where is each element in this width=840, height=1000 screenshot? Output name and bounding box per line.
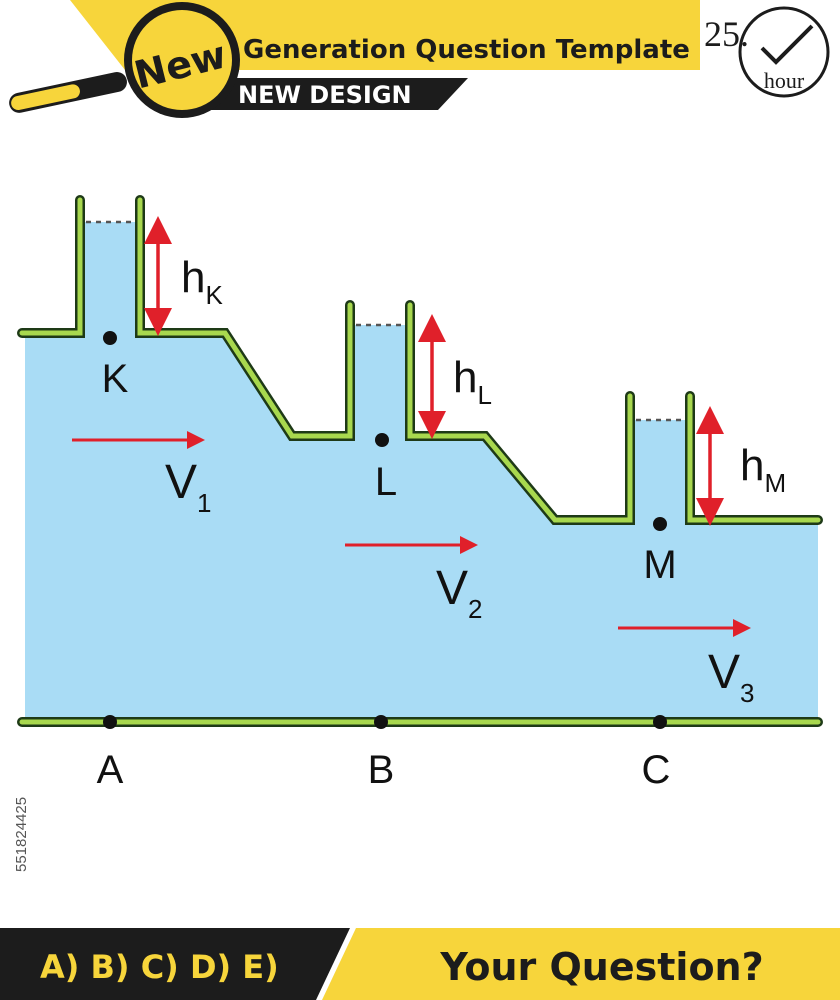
height-label-l: hL (453, 353, 492, 410)
point-c-label: C (642, 748, 671, 792)
pipe-walls (19, 197, 821, 725)
header-title: Generation Question Template (243, 35, 690, 65)
velocity-label-1: V1 (165, 456, 211, 518)
velocity-arrows (72, 431, 751, 637)
water-body (25, 222, 818, 722)
time-unit: hour (764, 68, 805, 93)
stock-id: 551824425 (13, 797, 30, 872)
point-l-dot (375, 433, 389, 447)
velocity-label-3: V3 (708, 646, 754, 708)
point-m-dot (653, 517, 667, 531)
point-b-label: B (368, 748, 395, 792)
footer-yellow-band (322, 928, 840, 1000)
question-prompt: Your Question? (439, 945, 763, 989)
height-label-k: hK (181, 253, 223, 310)
header-subtitle: NEW DESIGN (238, 81, 412, 109)
answer-options: A) B) C) D) E) (40, 948, 279, 986)
magnifier-handle-grip (11, 84, 80, 111)
point-b-dot (374, 715, 388, 729)
subtitle-band (200, 78, 468, 110)
point-a-label: A (97, 748, 124, 792)
point-k-dot (103, 331, 117, 345)
point-k-label: K (102, 357, 129, 401)
point-c-dot (653, 715, 667, 729)
header: New Generation Question Template NEW DES… (9, 0, 830, 118)
point-m-label: M (643, 543, 676, 587)
velocity-label-2: V2 (436, 562, 482, 624)
magnifier-lens (132, 10, 232, 110)
height-label-m: hM (740, 441, 786, 498)
check-icon (760, 24, 814, 65)
footer-dark-band (0, 928, 350, 1000)
height-arrows (144, 216, 724, 526)
point-a-dot (103, 715, 117, 729)
footer: A) B) C) D) E) Your Question? (0, 928, 840, 1000)
time-number: 25. (704, 14, 749, 54)
water-levels (86, 220, 686, 422)
point-l-label: L (375, 460, 397, 504)
